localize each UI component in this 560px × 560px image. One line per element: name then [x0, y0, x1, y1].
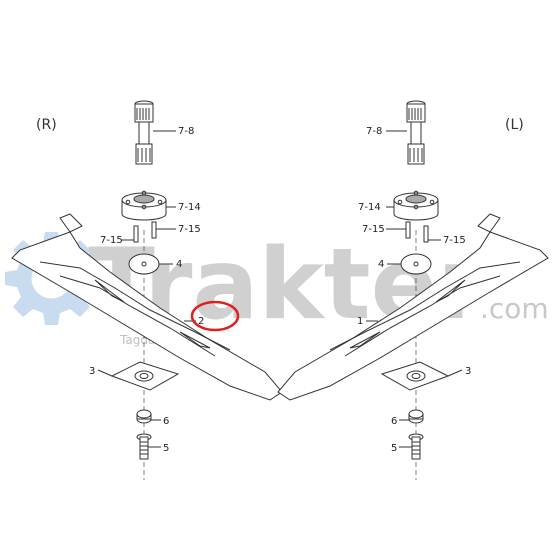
bolt-part [408, 433, 424, 460]
side-label-left: (L) [505, 117, 524, 133]
shaft-part [134, 100, 154, 165]
bearing-part [393, 190, 439, 221]
label-blade: 2 [198, 316, 204, 327]
label-bolt: 5 [391, 443, 397, 454]
nut-part [136, 409, 152, 424]
blade-part [11, 213, 283, 401]
label-bearing: 7-14 [178, 202, 201, 213]
label-plate: 3 [465, 366, 471, 377]
pin-part [151, 221, 157, 239]
label-pin: 7-15 [362, 224, 385, 235]
label-bearing: 7-14 [358, 202, 381, 213]
plate-part [380, 361, 450, 391]
label-nut: 6 [163, 416, 169, 427]
bearing-part [121, 190, 167, 221]
label-pin: 7-15 [178, 224, 201, 235]
washer-part [128, 253, 160, 275]
label-washer: 4 [378, 259, 384, 270]
assembly-r [11, 100, 283, 480]
pin-part [405, 221, 411, 239]
nut-part [408, 409, 424, 424]
bolt-part [136, 433, 152, 460]
label-bolt: 5 [163, 443, 169, 454]
shaft-part [406, 100, 426, 165]
label-shaft: 7-8 [366, 126, 382, 137]
label-pin: 7-15 [100, 235, 123, 246]
side-label-right: (R) [36, 117, 57, 133]
label-washer: 4 [176, 259, 182, 270]
watermark-suffix: .com [480, 292, 549, 325]
label-pin: 7-15 [443, 235, 466, 246]
washer-part [400, 253, 432, 275]
label-shaft: 7-8 [178, 126, 194, 137]
blade-part [277, 213, 549, 401]
highlight-circle[interactable] [190, 300, 240, 332]
plate-part [110, 361, 180, 391]
label-blade: 1 [357, 316, 363, 327]
label-nut: 6 [391, 416, 397, 427]
pin-part [133, 225, 139, 243]
pin-part [423, 225, 429, 243]
label-plate: 3 [89, 366, 95, 377]
assembly-l [277, 100, 549, 480]
